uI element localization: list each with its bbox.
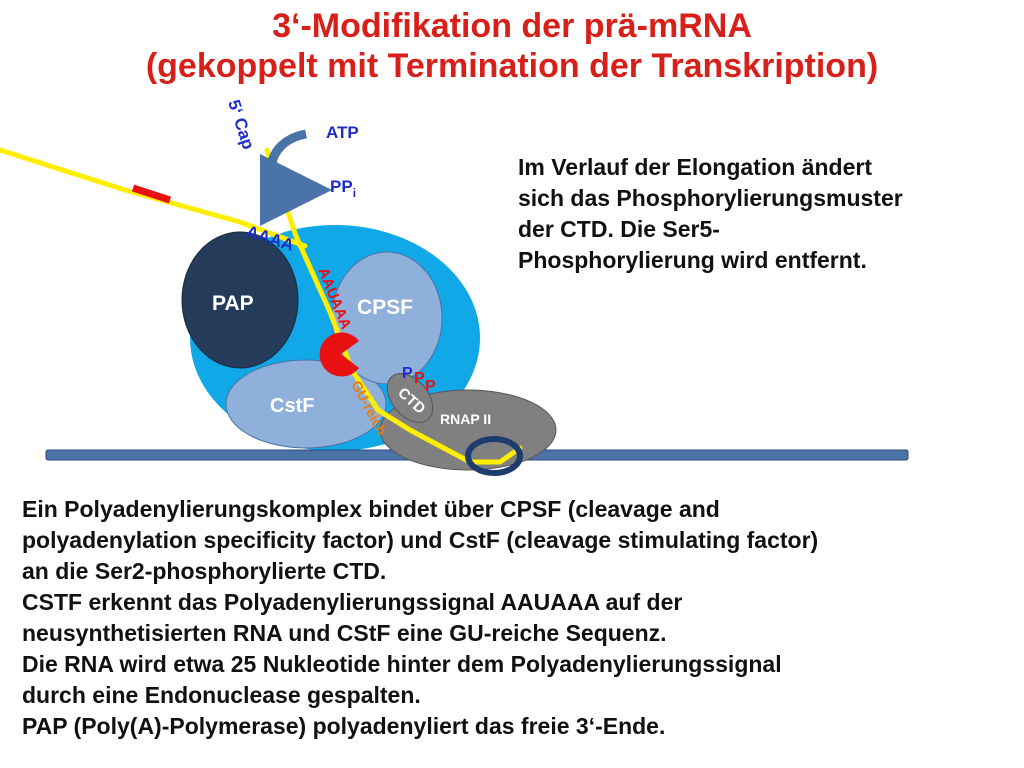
body-text-line: neusynthetisierten RNA und CStF eine GU-… (22, 620, 667, 646)
ctd-domain (386, 373, 434, 423)
rnap-dna-loop (465, 436, 523, 476)
explanation-text: Ein Polyadenylierungskomplex bindet über… (22, 494, 1012, 742)
pap-label: PAP (212, 292, 254, 315)
body-text-line: Die RNA wird etwa 25 Nukleotide hinter d… (22, 651, 782, 677)
title-line-2: (gekoppelt mit Termination der Transkrip… (145, 47, 879, 85)
body-text-line: durch eine Endonuclease gespalten. (22, 682, 421, 708)
rna-red-segment (131, 184, 172, 204)
body-text-line: polyadenylation specificity factor) und … (22, 527, 819, 553)
cpsf-label: CPSF (357, 296, 413, 319)
cleaved-rna-strand (0, 147, 308, 249)
body-text-line: CSTF erkennt das Polyadenylierungssignal… (22, 589, 683, 615)
body-text-line: an die Ser2-phosphorylierte CTD. (22, 558, 387, 584)
phosphate-label-2: P (414, 370, 425, 387)
side-text-line: der CTD. Die Ser5- (518, 216, 720, 242)
elongation-note: Im Verlauf der Elongation ändert sich da… (518, 152, 1008, 276)
atp-to-ppi-arrow-icon (259, 129, 332, 226)
body-text-line: Ein Polyadenylierungskomplex bindet über… (22, 496, 720, 522)
ppi-label: PPi (330, 177, 356, 200)
polyadenylation-diagram: 5‘ Cap ATP PPi AAAA AAUAAA GU-reich PAP … (0, 97, 909, 476)
phosphate-label-1: P (402, 365, 413, 382)
title-line-1: 3‘-Modifikation der prä-mRNA (272, 7, 752, 45)
side-text-line: Phosphorylierung wird entfernt. (518, 247, 867, 273)
nascent-rna-strand (264, 147, 523, 465)
pap-enzyme (181, 231, 299, 369)
endonuclease-cleavage-icon (319, 332, 359, 377)
atp-label: ATP (326, 123, 359, 142)
phosphate-label-3: P (425, 378, 436, 395)
side-text-line: Im Verlauf der Elongation ändert (518, 154, 873, 180)
ppi-subscript: i (353, 186, 356, 200)
rnap-ii-label: RNAP II (440, 411, 491, 427)
slide-title: 3‘-Modifikation der prä-mRNA (gekoppelt … (0, 6, 1024, 86)
side-text-line: sich das Phosphorylierungsmuster (518, 185, 903, 211)
cstf-subunit (225, 359, 387, 449)
body-text-line: PAP (Poly(A)-Polymerase) polyadenyliert … (22, 713, 666, 739)
cstf-label: CstF (270, 395, 314, 417)
cap-label: 5‘ Cap (224, 97, 258, 151)
